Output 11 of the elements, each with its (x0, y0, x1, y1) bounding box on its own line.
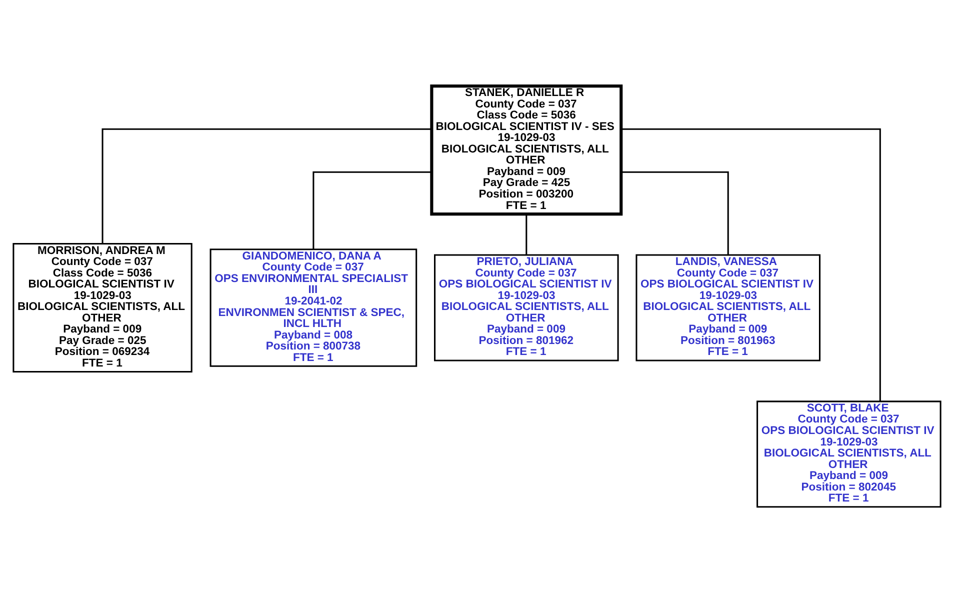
node-box: SCOTT, BLAKE County Code = 037 OPS BIOLOGICAL SCIENTIST IV 19-1029-03 BIOLOGICAL SCIENTISTS, ALL OTHER Payband = 009 Position = 802045 FTE = 1 (756, 400, 941, 508)
connector (101, 128, 432, 244)
connector (312, 170, 431, 249)
node-box: MORRISON, ANDREA M County Code = 037 Class Code = 5036 BIOLOGICAL SCIENTIST IV 19-1029-03 BIOLOGICAL SCIENTISTS, ALL OTHER Payband = 009 Pay Grade = 025 Position = 069234 FTE = 1 (12, 242, 192, 372)
node-box: GIANDOMENICO, DANA A County Code = 037 OPS ENVIRONMENTAL SPECIALIST III 19-2041-02 ENVIRONMEN SCIENTIST & SPEC, INCL HLTH Payband = 008 Position = 800738 FTE = 1 (209, 248, 417, 366)
connector (525, 214, 527, 254)
node-box: PRIETO, JULIANA County Code = 037 OPS BIOLOGICAL SCIENTIST IV 19-1029-03 BIOLOGICAL SCIENTISTS, ALL OTHER Payband = 009 Position = 801962 FTE = 1 (434, 254, 618, 361)
node-box: STANEK, DANIELLE R County Code = 037 Class Code = 5036 BIOLOGICAL SCIENTIST IV - SES 19-1029-03 BIOLOGICAL SCIENTISTS, ALL OTHER Payband = 009 Pay Grade = 425 Position = 003200 FTE = 1 (430, 84, 622, 216)
connector (620, 128, 880, 401)
connector (620, 170, 728, 254)
node-box: LANDIS, VANESSA County Code = 037 OPS BIOLOGICAL SCIENTIST IV 19-1029-03 BIOLOGICAL SCIENTISTS, ALL OTHER Payband = 009 Position = 801963 FTE = 1 (635, 254, 820, 361)
